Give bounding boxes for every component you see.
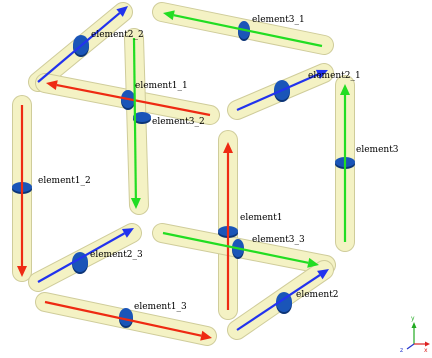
arrow-element2-3 [37,228,134,283]
node-element3-2 [133,112,151,124]
arrow-element2-1 [236,69,328,112]
arrow-element3-3 [162,231,319,268]
beams [12,2,355,346]
arrow-element1-1 [46,80,211,117]
label-element1-2: element1_2 [38,176,91,186]
arrow-element2-2 [37,6,128,83]
arrow-element3 [340,84,350,242]
nodes [12,21,355,328]
label-element3: element3 [356,145,399,155]
label-element3-2: element3_2 [152,117,205,127]
arrow-element1-2 [17,105,27,277]
label-element2-3: element2_3 [90,250,143,260]
axis-x-label: x [424,347,428,354]
axis-y-label: y [411,315,415,322]
axis-z-label: z [400,347,403,354]
label-element1: element1 [240,213,283,223]
label-element3-1: element3_1 [252,15,305,25]
label-element2-1: element2_1 [308,71,361,81]
direction-arrows [17,6,350,341]
arrow-element3-1 [163,10,323,48]
label-element2-2: element2_2 [91,30,144,40]
label-element1-3: element1_3 [134,302,187,312]
label-element2: element2 [296,290,339,300]
label-element1-1: element1_1 [135,81,188,91]
arrow-element2 [236,269,329,331]
arrow-element1 [223,142,233,310]
label-element3-3: element3_3 [252,235,305,245]
axis-triad-icon: y x z [400,315,430,354]
arrow-element1-3 [44,300,212,341]
arrow-element3-2 [130,37,141,209]
